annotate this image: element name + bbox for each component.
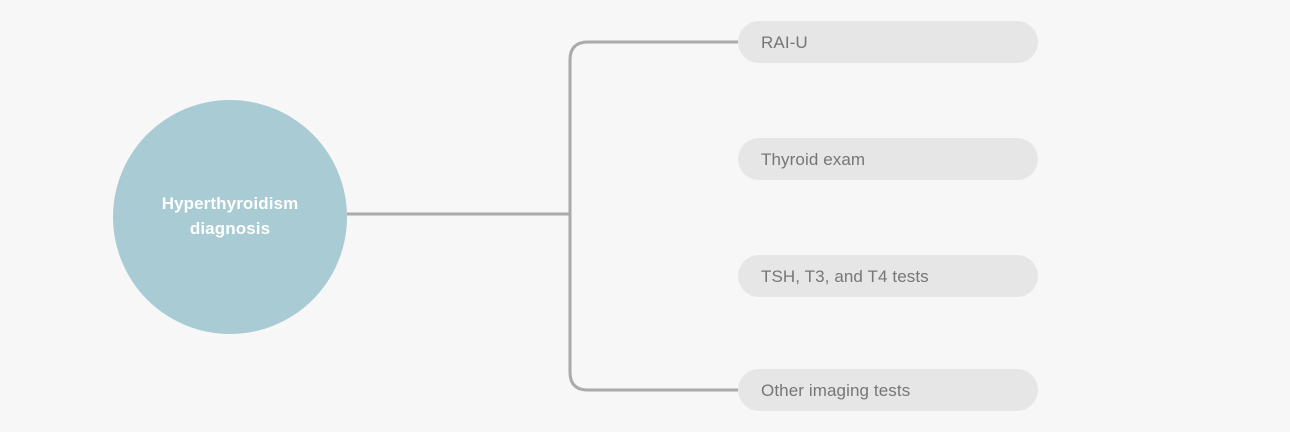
- branch-node-label: RAI-U: [761, 32, 808, 52]
- connector-spine-top: [568, 40, 738, 214]
- branch-node-label: Other imaging tests: [761, 380, 911, 400]
- branch-node-tsh-t3-t4-tests[interactable]: TSH, T3, and T4 tests: [738, 255, 1038, 297]
- branch-node-rai-u[interactable]: RAI-U: [738, 21, 1038, 63]
- root-node-label: Hyperthyroidism diagnosis: [161, 194, 299, 238]
- branch-node-label: TSH, T3, and T4 tests: [761, 266, 929, 286]
- branch-node-thyroid-exam[interactable]: Thyroid exam: [738, 138, 1038, 180]
- root-node-hyperthyroidism-diagnosis[interactable]: Hyperthyroidism diagnosis: [113, 100, 347, 334]
- branch-node-other-imaging-tests[interactable]: Other imaging tests: [738, 369, 1038, 411]
- branch-node-label: Thyroid exam: [761, 149, 866, 169]
- connector-spine-bottom: [568, 214, 738, 392]
